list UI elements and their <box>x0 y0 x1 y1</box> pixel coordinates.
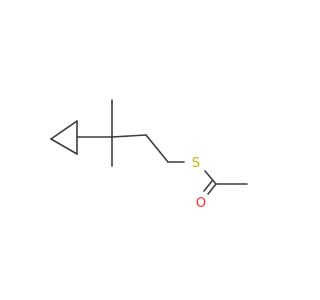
bond-cyclopropyl-2 <box>50 138 78 155</box>
bond-sulfur-to-carbonyl <box>204 170 217 185</box>
bond-cyclopropyl-1 <box>50 120 78 140</box>
molecule-structure-diagram: S O <box>50 99 248 211</box>
oxygen-atom-label: O <box>196 196 206 211</box>
oxygen-atom-mask <box>193 194 209 210</box>
bond-carbonyl-double-1 <box>207 183 217 195</box>
bond-chain-1 <box>111 134 147 138</box>
atom-layer: S O <box>188 154 209 211</box>
bond-chain-2 <box>145 134 169 163</box>
bond-carbonyl-double-2 <box>203 180 213 192</box>
bond-layer <box>50 99 248 195</box>
sulfur-atom-label: S <box>192 156 200 171</box>
sulfur-atom-mask <box>188 154 204 170</box>
